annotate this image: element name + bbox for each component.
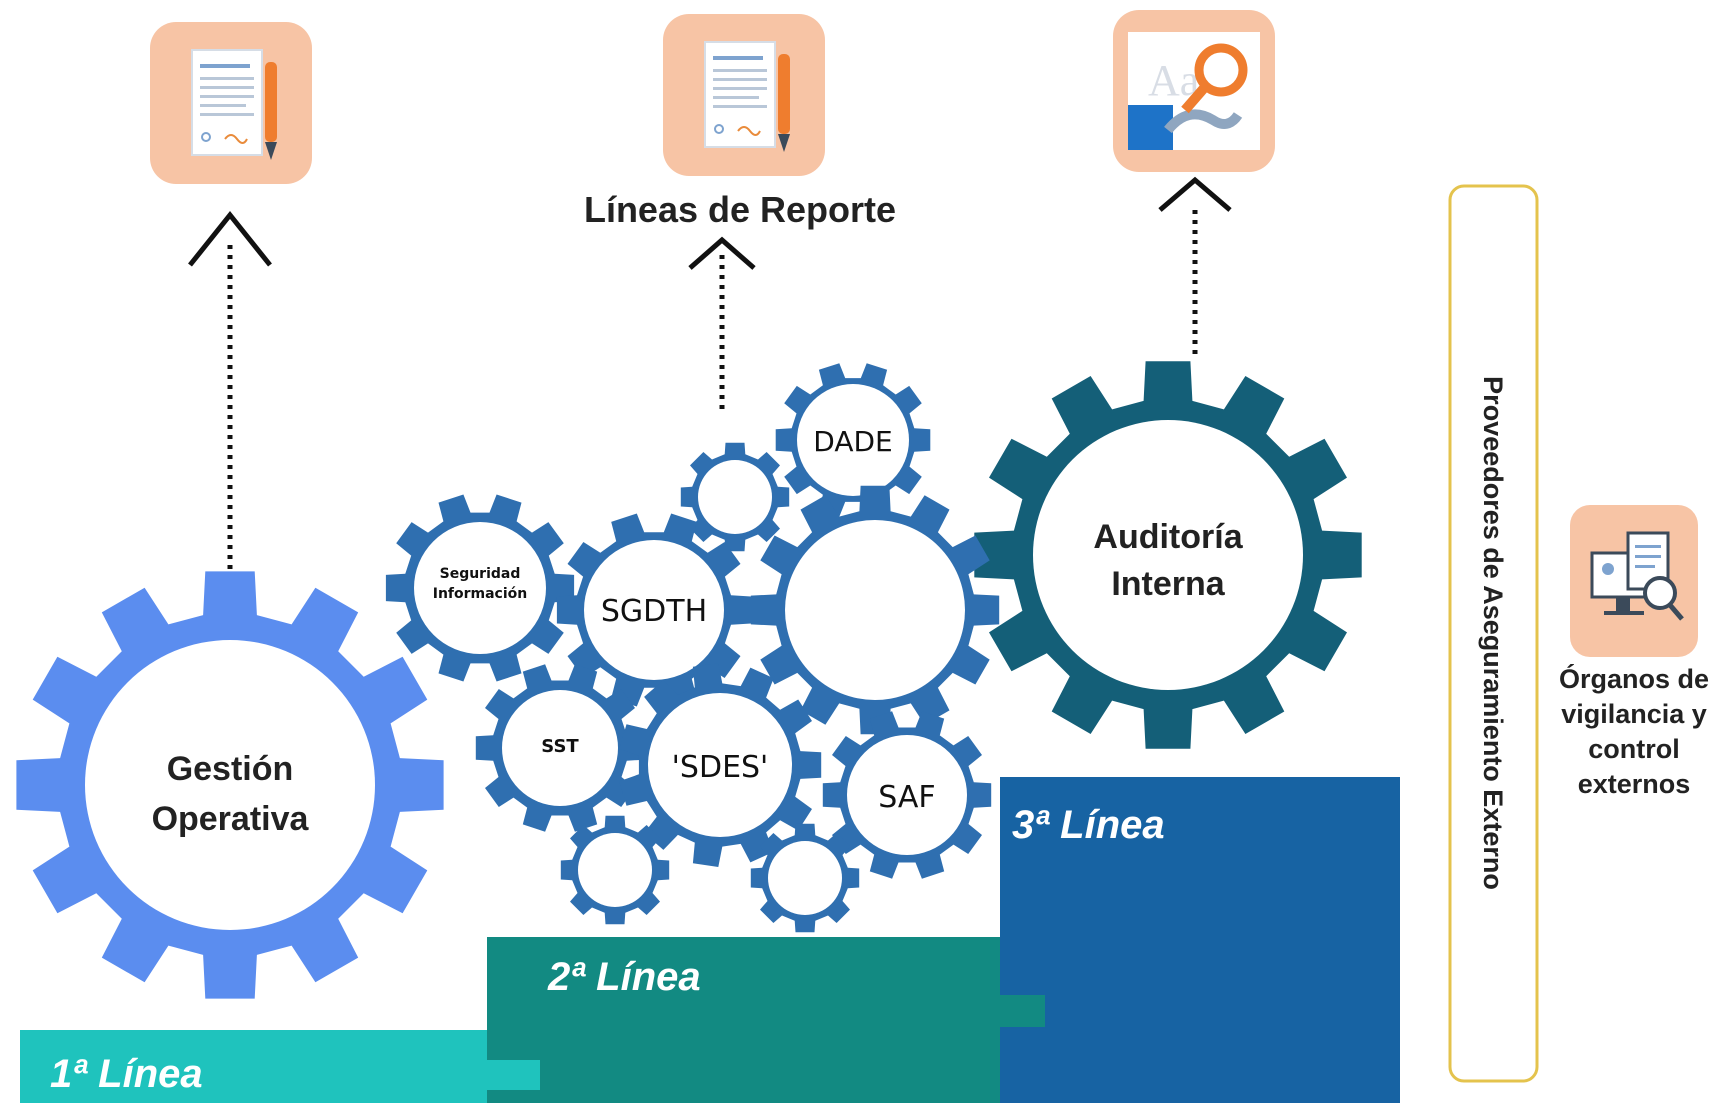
gear-dade: [775, 363, 931, 517]
gear-small-top: [680, 442, 790, 552]
step-first-line: [20, 1030, 487, 1103]
gear-sgdth: [556, 513, 752, 707]
center-arrow-head: [688, 236, 756, 270]
document-pen-icon: [663, 14, 825, 176]
steps: 1ª Línea 2ª Línea 3ª Línea: [20, 777, 1400, 1103]
organos-line1: Órganos de: [1559, 663, 1709, 694]
gear-saf: [822, 711, 992, 879]
first-line-label: 1ª Línea: [50, 1052, 203, 1096]
gestion-label-line1: Gestión: [167, 750, 294, 788]
sdes-label: 'SDES': [672, 750, 769, 785]
step-first-notch: [480, 1060, 540, 1090]
gear-sdes: [619, 663, 822, 867]
gear-sst: [475, 664, 645, 832]
organos-line4: externos: [1578, 769, 1691, 799]
organos-line3: control: [1588, 734, 1680, 764]
seguridad-label-line2: Información: [433, 586, 528, 602]
third-line-label: 3ª Línea: [1012, 803, 1165, 847]
document-pen-icon: [150, 22, 312, 184]
dade-label: DADE: [813, 425, 892, 458]
step-third-line: [1000, 777, 1400, 1103]
gear-labels: Gestión Operativa Auditoría Interna DADE…: [152, 425, 1244, 838]
gear-gestion-operativa: [16, 571, 444, 999]
right-arrow-head: [1158, 176, 1232, 212]
magnifier-hand-icon: Aa: [1113, 10, 1275, 172]
saf-label: SAF: [878, 780, 935, 815]
gear-seguridad: [385, 494, 575, 682]
gear-auditoria-interna: [974, 361, 1362, 749]
sgdth-label: SGDTH: [601, 594, 707, 629]
gear-center-blank: [750, 485, 1000, 735]
auditoria-label-line1: Auditoría: [1093, 518, 1243, 556]
external-providers-box: [1448, 184, 1539, 1083]
auditoria-label-line2: Interna: [1111, 565, 1225, 603]
gear-small-bottom-left: [560, 815, 670, 925]
second-line-label: 2ª Línea: [547, 955, 701, 999]
organos-line2: vigilancia y: [1561, 699, 1707, 729]
gestion-label-line2: Operativa: [152, 800, 310, 838]
step-second-notch: [990, 995, 1045, 1027]
step-second-line: [487, 937, 1000, 1103]
external-organs-label: Órganos de vigilancia y control externos: [1559, 663, 1709, 799]
seguridad-label-line1: Seguridad: [440, 566, 521, 582]
monitor-clipboard-icon: [1570, 505, 1698, 657]
gears-group: [16, 361, 1362, 999]
external-providers-label: Proveedores de Aseguramiento Externo: [1478, 376, 1508, 890]
diagram-title: Líneas de Reporte: [584, 189, 896, 230]
gear-small-bottom-right: [750, 823, 860, 933]
report-arrows: [188, 176, 1232, 572]
sst-label: SST: [541, 736, 579, 757]
left-arrow-head: [188, 210, 272, 267]
